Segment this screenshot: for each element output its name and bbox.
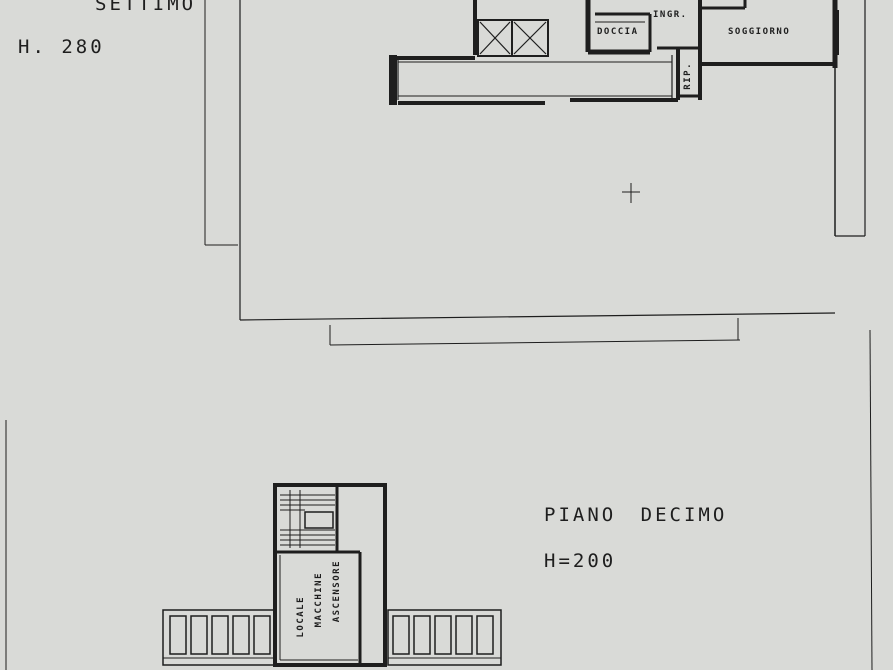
lower-floor-title: PIANO DECIMO (544, 504, 728, 526)
room-label-living: SOGGIORNO (728, 27, 791, 37)
machine-room-label-line1: LOCALE (296, 596, 306, 638)
lower-floor-plan (5, 329, 873, 670)
upper-floor-plan (204, 0, 866, 346)
room-label-shower: DOCCIA (597, 27, 639, 37)
upper-floor-title: SETTIMO (95, 0, 197, 15)
lower-floor-height: H=200 (544, 550, 617, 572)
upper-floor-height: H. 280 (18, 36, 105, 58)
room-label-storage: RIP. (683, 62, 693, 90)
machine-room-label-line2: MACCHINE (314, 572, 324, 628)
machine-room-label-line3: ASCENSORE (332, 560, 342, 623)
room-label-entry: INGR. (653, 10, 688, 20)
